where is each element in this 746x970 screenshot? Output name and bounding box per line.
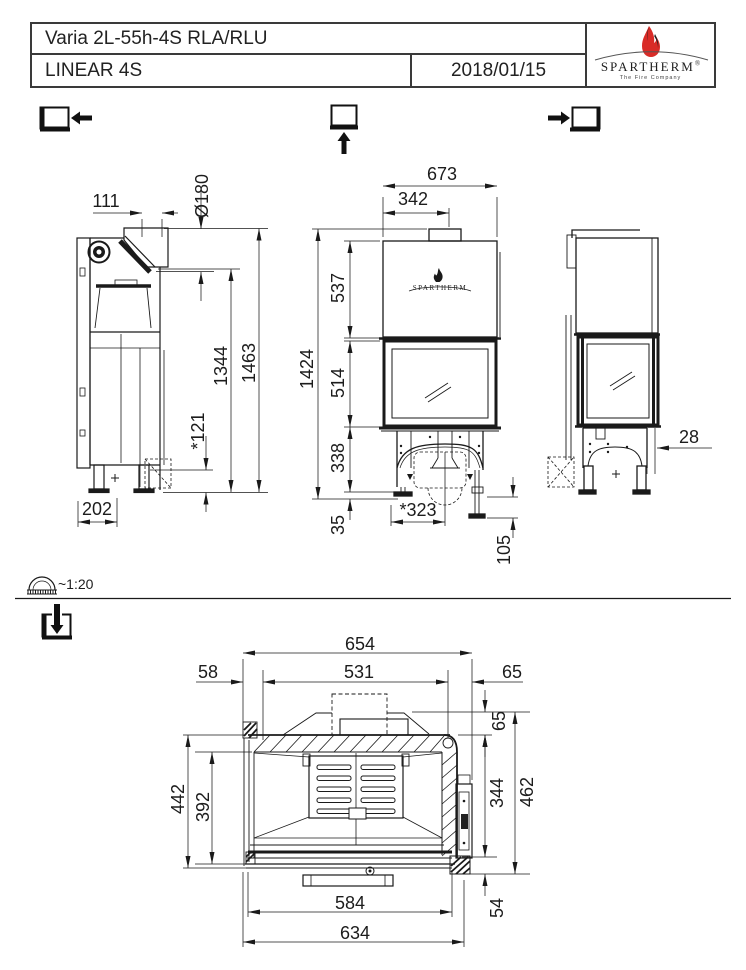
front-view: [379, 228, 501, 519]
flame-icon: [594, 26, 709, 61]
title-block: Varia 2L-55h-4S RLA/RLU LINEAR 4S 2018/0…: [30, 22, 716, 88]
scale-note: ~1:20: [58, 576, 94, 592]
dim-left-total-height: 1463: [239, 342, 259, 384]
dim-plan-left-depth: 442: [168, 783, 188, 815]
brand-name: SPARTHERM®: [600, 59, 701, 74]
dim-plan-inner-width: 531: [343, 662, 375, 682]
dim-front-glass-height: 514: [328, 367, 348, 399]
dim-front-total-height: 1424: [297, 348, 317, 390]
scale-icon: [27, 576, 57, 595]
view-direction-right-icon: [548, 106, 601, 132]
dim-plan-overall-bottom-width: 634: [339, 923, 371, 943]
product-title: Varia 2L-55h-4S RLA/RLU: [32, 24, 585, 55]
dim-front-hood-height: 537: [328, 272, 348, 304]
view-direction-left-icon: [39, 106, 92, 132]
dim-front-foot-span: *323: [399, 500, 437, 520]
registered-mark: ®: [694, 59, 701, 68]
plan-view-icon: [41, 604, 72, 640]
dim-front-foot-travel: 105: [494, 534, 514, 566]
drawing-date: 2018/01/15: [410, 55, 585, 86]
dim-left-flue-diameter: Ø180: [192, 173, 212, 219]
dim-front-overall-width: 673: [426, 164, 458, 184]
dim-left-flue-setback: 111: [92, 191, 120, 211]
plan-view-dims: [183, 650, 530, 947]
dim-plan-glass-span-depth: 344: [487, 777, 507, 809]
brand-tagline: The Fire Company: [619, 75, 682, 81]
right-side-view-dims: [646, 428, 712, 474]
dim-plan-right-wall: 65: [501, 662, 523, 682]
right-side-view: [547, 229, 661, 495]
series-name: LINEAR 4S: [45, 60, 143, 81]
dim-plan-total-depth: 462: [517, 776, 537, 808]
dim-front-floor-gap: 35: [328, 514, 348, 536]
dim-plan-latch-offset: 54: [487, 897, 507, 919]
dim-left-body-height: 1344: [211, 345, 231, 387]
dim-plan-door-width: 584: [334, 893, 366, 913]
brand-logo: SPARTHERM® The Fire Company: [585, 24, 714, 86]
front-view-dims: [312, 183, 518, 538]
left-side-view-dims: [77, 188, 268, 527]
dim-plan-inner-depth: 392: [193, 791, 213, 823]
dim-left-base-depth: 202: [81, 499, 113, 519]
front-panel-logo-text: SPARTHERM: [412, 284, 468, 292]
dim-front-flue-offset: 342: [397, 189, 429, 209]
left-side-view: [76, 227, 172, 494]
view-direction-front-icon: [330, 104, 358, 154]
plan-view: [242, 693, 473, 887]
dim-plan-flue-chamber-depth: 65: [489, 710, 509, 732]
dim-plan-overall-width: 654: [344, 634, 376, 654]
dim-right-panel-offset: 28: [678, 427, 700, 447]
dim-left-base-clearance: *121: [188, 412, 208, 450]
dim-plan-side-glass-depth: 58: [197, 662, 219, 682]
